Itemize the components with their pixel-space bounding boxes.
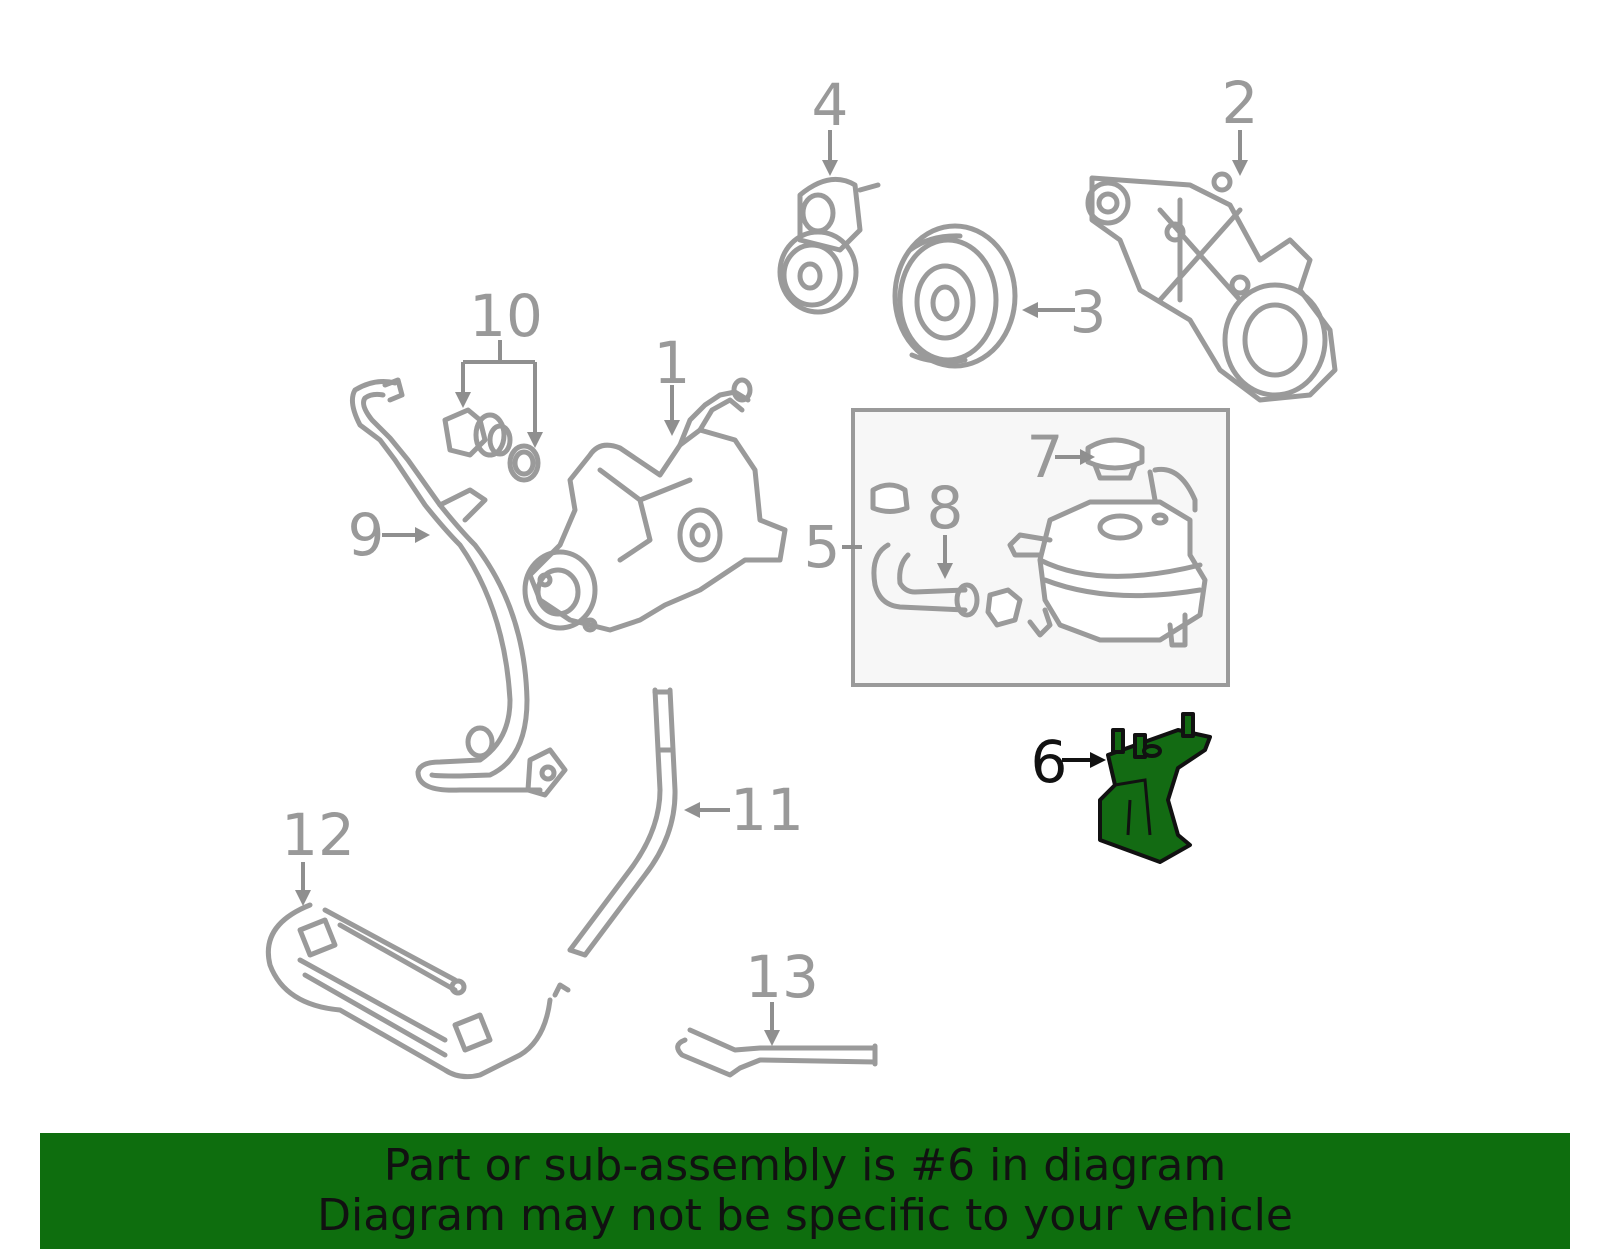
- callout-12: 12: [281, 801, 355, 869]
- part-7-cap[interactable]: [1085, 437, 1145, 481]
- banner-line-part: Part or sub-assembly is #6 in diagram: [383, 1140, 1227, 1191]
- callout-5: 5: [804, 513, 841, 581]
- banner-line-disclaimer: Diagram may not be specific to your vehi…: [317, 1190, 1293, 1241]
- part-5-reservoir-assembly[interactable]: [851, 408, 1230, 687]
- part-8-hose-clamps[interactable]: [870, 482, 1023, 628]
- part-6-bracket-highlighted[interactable]: [1098, 712, 1212, 864]
- part-11-return-hose[interactable]: [567, 687, 678, 958]
- callout-4: 4: [812, 71, 849, 139]
- callout-3: 3: [1070, 278, 1107, 346]
- callout-11: 11: [730, 776, 804, 844]
- part-12-cooler[interactable]: [265, 902, 571, 1080]
- callout-6: 6: [1031, 728, 1068, 796]
- callout-13: 13: [745, 943, 819, 1011]
- part-1-pump[interactable]: [522, 377, 788, 633]
- part-3-pulley[interactable]: [892, 223, 1018, 369]
- callout-7: 7: [1027, 423, 1064, 491]
- callout-labels: 1 2 3 4 5 6 7 8 9 10 11 12 13: [281, 69, 1258, 1011]
- leader-lines: [295, 130, 1248, 1046]
- part-13-line[interactable]: [675, 1027, 878, 1078]
- callout-1: 1: [654, 329, 691, 397]
- callout-8: 8: [927, 474, 964, 542]
- part-9-pressure-hose[interactable]: [349, 377, 568, 798]
- callout-2: 2: [1222, 69, 1259, 137]
- callout-9: 9: [348, 501, 385, 569]
- part-10-fitting-oring[interactable]: [442, 407, 541, 483]
- info-banner: Part or sub-assembly is #6 in diagram Di…: [40, 1133, 1570, 1249]
- part-2-bracket[interactable]: [1085, 171, 1338, 403]
- part-4-tensioner[interactable]: [777, 176, 881, 315]
- callout-10: 10: [469, 282, 543, 350]
